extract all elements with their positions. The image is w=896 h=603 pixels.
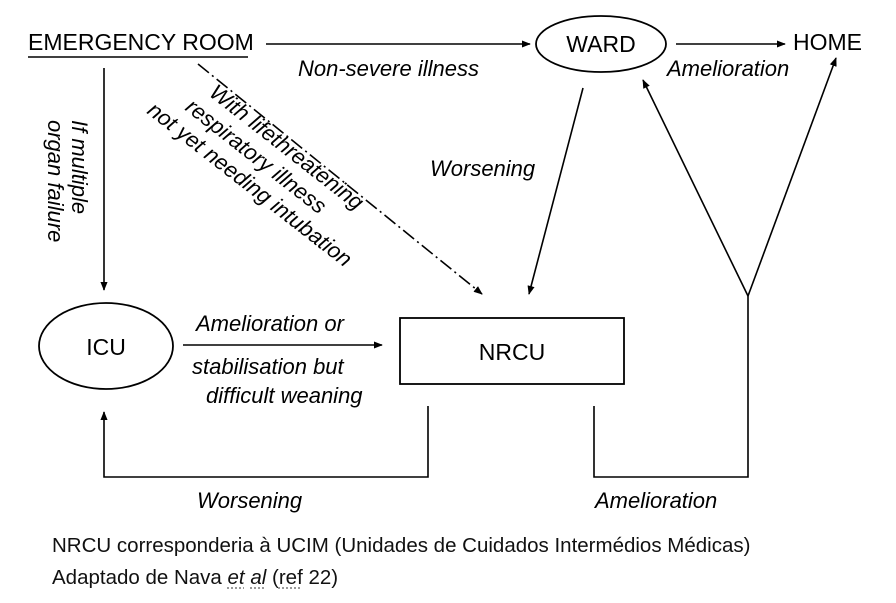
label-nrcu-amelioration: Amelioration	[593, 488, 717, 513]
emergency-room-label: EMERGENCY ROOM	[28, 29, 254, 55]
label-multiple-organ-failure: If multiple organ failure	[43, 120, 92, 242]
caption-close: 22)	[302, 566, 339, 589]
caption-line2: Adaptado de Nava et al (ref 22)	[52, 566, 338, 590]
label-difficult-weaning: difficult weaning	[206, 383, 363, 408]
arrow-fork-to-ward	[642, 79, 749, 297]
label-ward-home-amelioration: Amelioration	[665, 56, 789, 81]
home-label: HOME	[793, 29, 862, 55]
label-stabilisation: stabilisation but	[192, 354, 345, 379]
label-multiple-organ-failure-line1: If multiple	[67, 120, 92, 214]
label-ward-worsening: Worsening	[430, 156, 536, 181]
caption-et: et	[227, 566, 245, 589]
arrow-ward-to-nrcu	[527, 87, 584, 295]
arrow-nrcu-amelioration-trunk	[593, 296, 749, 478]
caption-open: (	[266, 566, 279, 589]
label-amelioration-or: Amelioration or	[194, 311, 346, 336]
arrow-fork-to-home	[747, 57, 837, 297]
icu-label: ICU	[86, 334, 126, 360]
icu-node	[38, 302, 174, 390]
label-nrcu-worsening: Worsening	[197, 488, 303, 513]
nrcu-node	[399, 317, 625, 385]
caption-line1: NRCU corresponderia à UCIM (Unidades de …	[52, 534, 751, 557]
caption-al: al	[250, 566, 267, 589]
arrow-nrcu-to-icu	[100, 406, 429, 478]
ward-label: WARD	[566, 31, 635, 57]
ward-node	[535, 15, 667, 73]
label-life-threatening: With lifethreatening respiratory illness…	[143, 56, 389, 272]
label-multiple-organ-failure-line2: organ failure	[43, 120, 68, 242]
nrcu-label: NRCU	[479, 339, 545, 365]
caption-prefix: Adaptado de Nava	[52, 566, 228, 589]
arrow-er-to-nrcu	[197, 63, 483, 295]
label-non-severe-illness: Non-severe illness	[298, 56, 479, 81]
caption-ref: ref	[278, 566, 303, 589]
